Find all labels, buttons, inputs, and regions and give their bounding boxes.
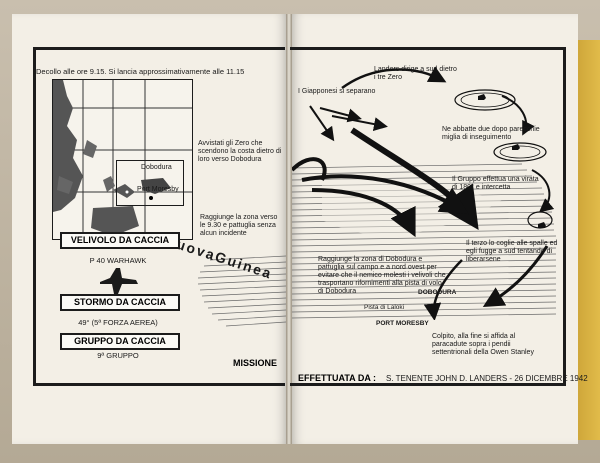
third-caught-note: Il terzo lo coglie alle spalle ed egli f… xyxy=(466,240,558,263)
zero-note: Avvistati gli Zero che scendono la costa… xyxy=(198,140,282,163)
group-label: GRUPPO DA CACCIA xyxy=(60,333,180,350)
reach-dobodura-note: Raggiunge la zona di Dobodura e pattugli… xyxy=(318,256,446,295)
shoots-two-note: Ne abbatte due dopo parecchie miglia di … xyxy=(442,126,540,141)
map-label-dobodura: Dobodura xyxy=(141,164,172,171)
right-page xyxy=(290,14,578,444)
pacific-map xyxy=(52,79,193,240)
aircraft-label: VELIVOLO DA CACCIA xyxy=(60,232,180,249)
book-cover-edge xyxy=(578,40,600,440)
mission-word: MISSIONE xyxy=(233,358,278,368)
group-turn-note: Il Gruppo effettua una virata di 180° e … xyxy=(452,176,539,191)
map-inset-frame xyxy=(116,160,184,206)
wing-value: 49° (5ª FORZA AEREA) xyxy=(78,318,158,327)
map-label-right-port-moresby: PORT MORESBY xyxy=(376,320,429,327)
map-label-port-moresby: Port Moresby xyxy=(137,186,179,193)
aircraft-value: P 40 WARHAWK xyxy=(89,256,147,265)
book-spine xyxy=(286,14,292,444)
map-label-pista: Pista di Laloki xyxy=(364,304,405,311)
japanese-split-note: I Giapponesi si separano xyxy=(298,88,376,95)
reach-note: Raggiunge la zona verso le 9.30 e pattug… xyxy=(200,214,278,237)
map-label-right-dobodura: DOBODURA xyxy=(418,289,457,296)
takeoff-note: Decollo alle ore 9.15. Si lancia appross… xyxy=(36,67,245,76)
landers-dives-note: Landers dirige a sud dietro i tre Zero xyxy=(374,66,457,81)
right-frame xyxy=(290,47,566,386)
hit-note: Colpito, alla fine si affida al paracadu… xyxy=(432,333,534,356)
executed-by-value: S. TENENTE JOHN D. LANDERS - 26 DICEMBRE… xyxy=(386,374,588,383)
pacific-map-drawing xyxy=(53,80,192,239)
wing-label: STORMO DA CACCIA xyxy=(60,294,180,311)
mission-flight-paths xyxy=(292,66,555,320)
left-sea-hatching xyxy=(197,255,286,327)
group-value: 9ª GRUPPO xyxy=(97,351,139,360)
executed-by-label: EFFETTUATA DA : xyxy=(298,373,376,383)
warhawk-silhouette xyxy=(100,268,138,294)
left-frame xyxy=(33,47,285,386)
